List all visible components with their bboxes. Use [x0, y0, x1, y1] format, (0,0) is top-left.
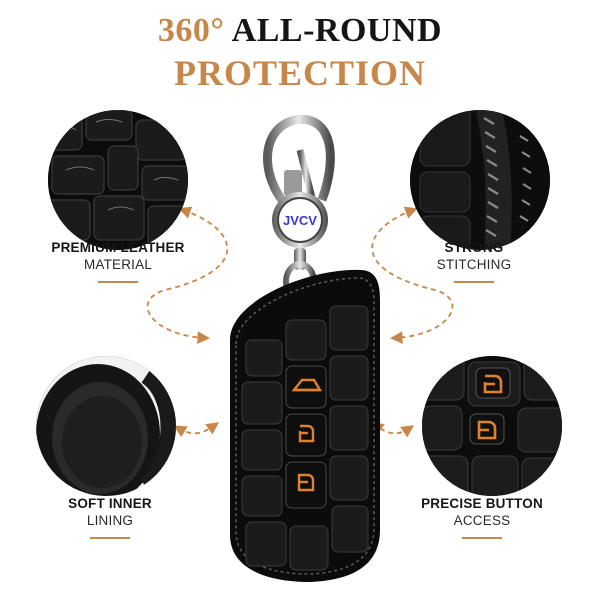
- strong-stitching-closeup: [410, 110, 550, 250]
- feature-divider: [462, 537, 502, 539]
- lock-icon: [297, 473, 315, 492]
- leather-body: [230, 269, 380, 582]
- unlock-icon: [298, 424, 315, 443]
- precise-button-closeup: [422, 356, 562, 496]
- feature-precise-button: PRECISE BUTTON ACCESS: [382, 496, 582, 539]
- soft-inner-lining-closeup: [36, 356, 176, 496]
- feature-divider: [90, 537, 130, 539]
- headline-all-round: ALL-ROUND: [231, 12, 443, 49]
- carabiner-clip: [263, 114, 335, 203]
- brand-logo: JVCV: [272, 192, 328, 248]
- feature-subtitle: LINING: [86, 513, 134, 528]
- feature-divider: [454, 281, 494, 283]
- feature-subtitle: STITCHING: [436, 257, 512, 272]
- premium-leather-closeup: [48, 110, 188, 250]
- trunk-icon: [291, 378, 323, 392]
- feature-strong-stitching: STRONG STITCHING: [374, 240, 574, 283]
- feature-title: PREMIUM LEATHER: [51, 240, 185, 255]
- headline-degree: 360°: [157, 12, 225, 49]
- feature-premium-leather: PREMIUM LEATHER MATERIAL: [18, 240, 218, 283]
- lock-icon: [477, 420, 497, 440]
- key-fob-cover: JVCV: [230, 114, 380, 582]
- feature-soft-lining: SOFT INNER LINING: [10, 496, 210, 539]
- feature-title: SOFT INNER: [68, 496, 152, 511]
- feature-divider: [98, 281, 138, 283]
- headline-protection: PROTECTION: [173, 53, 427, 93]
- feature-subtitle: ACCESS: [453, 513, 511, 528]
- unlock-icon: [483, 374, 503, 394]
- feature-subtitle: MATERIAL: [83, 257, 153, 272]
- feature-title: STRONG: [444, 240, 504, 255]
- headline-line-1: 360° ALL-ROUND: [0, 10, 600, 52]
- feature-title: PRECISE BUTTON: [421, 496, 543, 511]
- headline: 360° ALL-ROUND PROTECTION: [0, 10, 600, 94]
- brand-logo-text: JVCV: [283, 213, 317, 228]
